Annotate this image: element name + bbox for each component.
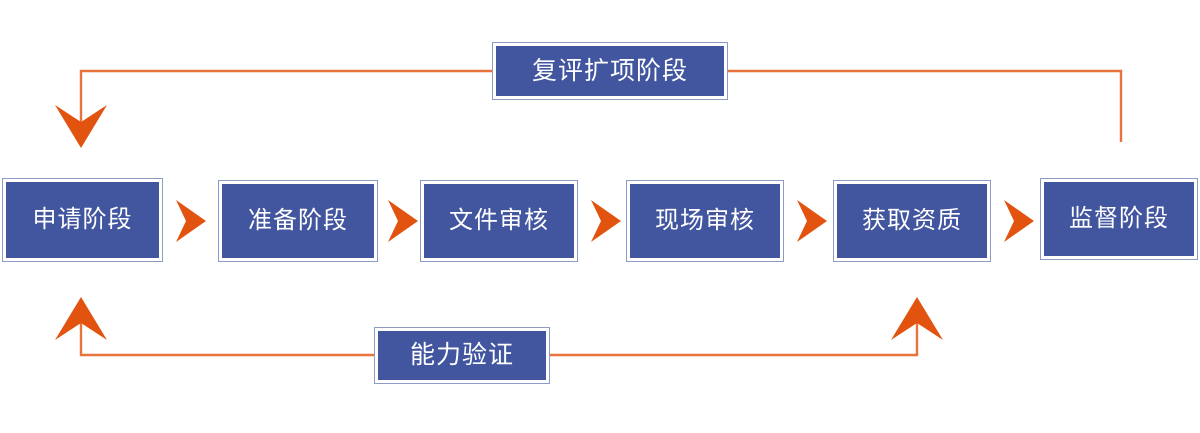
stage-box-3-label: 文件审核 [449, 207, 549, 234]
stage-box-6-supervision[interactable]: 监督阶段 [1040, 178, 1198, 260]
down-arrowhead-icon [55, 105, 107, 148]
loop-box-top-reevaluation[interactable]: 复评扩项阶段 [492, 42, 728, 100]
up-arrowhead-right-icon [891, 297, 943, 340]
loop-box-bottom-label: 能力验证 [409, 341, 514, 369]
stage-box-1-fill: 申请阶段 [6, 182, 159, 258]
loop-box-bottom-fill: 能力验证 [378, 331, 546, 380]
stage-box-6-fill: 监督阶段 [1044, 182, 1194, 256]
stage-box-5-obtain-qualification[interactable]: 获取资质 [833, 180, 991, 262]
stage-box-6-label: 监督阶段 [1069, 205, 1169, 232]
stage-box-4-fill: 现场审核 [630, 184, 780, 258]
up-arrowhead-left-icon [55, 297, 107, 340]
chevron-right-arrow-icon-5 [1004, 200, 1034, 242]
stage-box-5-label: 获取资质 [862, 207, 962, 234]
chevron-right-arrow-icon-3 [591, 200, 621, 242]
chevron-right-arrow-icon-2 [388, 200, 418, 242]
loop-box-top-fill: 复评扩项阶段 [496, 46, 724, 96]
stage-box-1-label: 申请阶段 [32, 206, 133, 233]
chevron-right-arrow-icon-1 [176, 200, 206, 242]
stage-box-4-label: 现场审核 [655, 207, 755, 234]
loop-box-top-label: 复评扩项阶段 [531, 56, 688, 85]
stage-box-2-preparation[interactable]: 准备阶段 [218, 180, 378, 262]
stage-box-4-onsite-audit[interactable]: 现场审核 [626, 180, 784, 262]
loop-box-bottom-capability-verification[interactable]: 能力验证 [374, 327, 550, 384]
chevron-right-arrow-icon-4 [797, 200, 827, 242]
stage-box-5-fill: 获取资质 [837, 184, 987, 258]
stage-box-3-document-review[interactable]: 文件审核 [420, 180, 578, 262]
stage-box-1-application[interactable]: 申请阶段 [2, 178, 163, 262]
stage-box-2-fill: 准备阶段 [222, 184, 374, 258]
stage-box-3-fill: 文件审核 [424, 184, 574, 258]
stage-box-2-label: 准备阶段 [248, 207, 348, 234]
